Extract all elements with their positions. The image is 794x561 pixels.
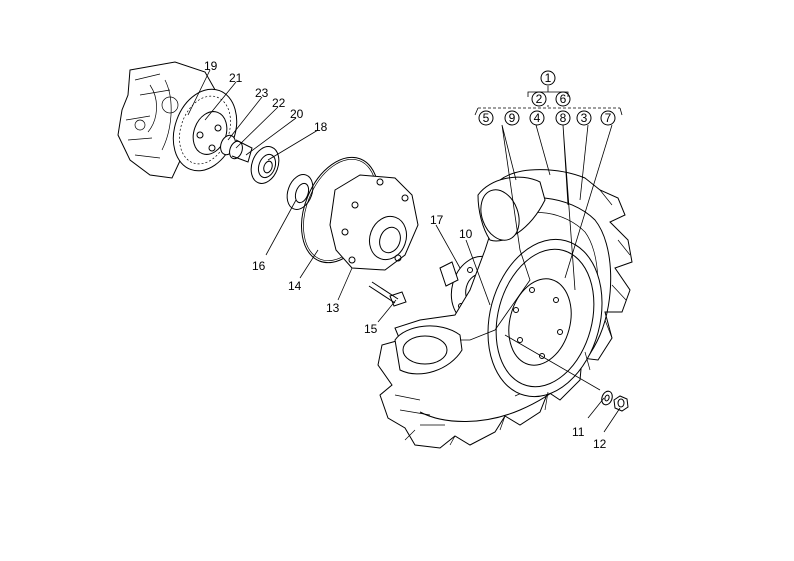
leader-lines: [187, 69, 623, 433]
callout-6: 6: [555, 91, 571, 107]
label-16: 16: [252, 259, 266, 273]
svg-text:7: 7: [605, 111, 612, 125]
svg-text:9: 9: [509, 111, 516, 125]
axle-housing-cover: [329, 174, 419, 271]
final-drive-gear: [172, 88, 238, 172]
label-21: 21: [229, 71, 243, 85]
tractor-tire-wheel: [377, 169, 633, 449]
label-11: 11: [572, 425, 585, 439]
label-19: 19: [204, 59, 218, 73]
svg-text:3: 3: [581, 111, 588, 125]
callout-4: 4: [529, 110, 545, 126]
callout-7: 7: [600, 110, 616, 126]
svg-text:1: 1: [545, 71, 552, 85]
callout-8: 8: [555, 110, 571, 126]
label-23: 23: [255, 86, 269, 100]
label-15: 15: [364, 322, 378, 336]
svg-text:5: 5: [483, 111, 490, 125]
label-17: 17: [430, 213, 444, 227]
hex-nut: [613, 395, 629, 412]
callout-5: 5: [478, 110, 494, 126]
svg-text:2: 2: [536, 92, 543, 106]
label-14: 14: [288, 279, 302, 293]
svg-text:4: 4: [534, 111, 541, 125]
label-22: 22: [272, 96, 286, 110]
mounting-bolt: [368, 281, 407, 307]
svg-text:6: 6: [560, 92, 567, 106]
callout-3: 3: [576, 110, 592, 126]
callout-9: 9: [504, 110, 520, 126]
label-20: 20: [290, 107, 304, 121]
label-10: 10: [459, 227, 473, 241]
shaft-collars: [220, 134, 253, 163]
callout-2: 2: [531, 91, 547, 107]
callout-1: 1: [540, 70, 556, 86]
transmission-housing: [117, 61, 219, 179]
flat-washer: [601, 390, 613, 406]
label-13: 13: [326, 301, 340, 315]
bearing: [250, 146, 280, 184]
label-18: 18: [314, 120, 328, 134]
label-12: 12: [593, 437, 607, 451]
svg-text:8: 8: [560, 111, 567, 125]
